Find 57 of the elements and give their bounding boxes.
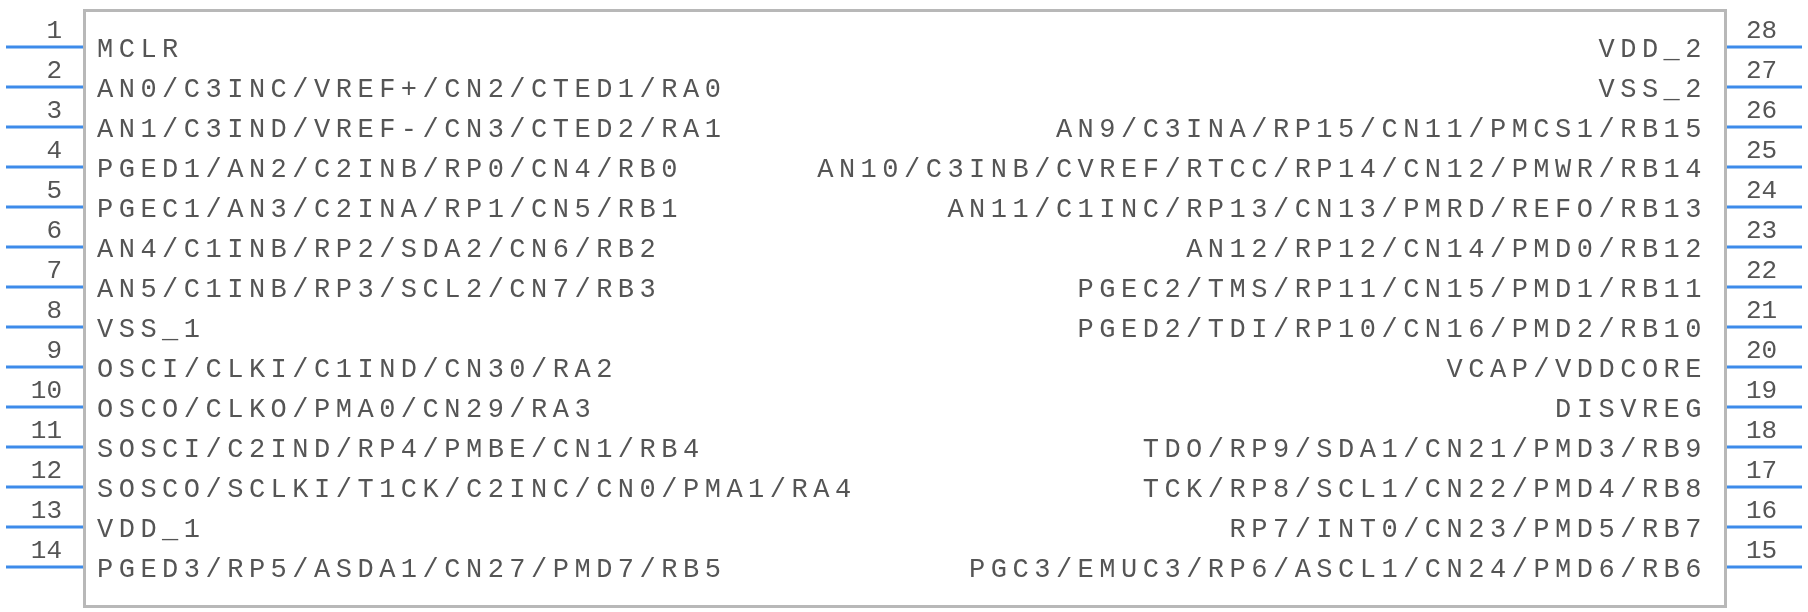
- pin-name: AN11/C1INC/RP13/CN13/PMRD/REFO/RB13: [947, 195, 1707, 225]
- pin-name: VCAP/VDDCORE: [1446, 355, 1707, 385]
- pin-number: 19: [1746, 378, 1778, 404]
- pin-name: PGED3/RP5/ASDA1/CN27/PMD7/RB5: [97, 555, 727, 585]
- pin-name: PGC3/EMUC3/RP6/ASCL1/CN24/PMD6/RB6: [969, 555, 1707, 585]
- pin-number: 9: [46, 338, 62, 364]
- pin-number: 28: [1746, 18, 1778, 44]
- pin-number: 18: [1746, 418, 1778, 444]
- pin-number: 21: [1746, 298, 1778, 324]
- pin-number: 26: [1746, 98, 1778, 124]
- pin-name: TCK/RP8/SCL1/CN22/PMD4/RB8: [1142, 475, 1707, 505]
- pin-number: 16: [1746, 498, 1778, 524]
- pin-name: AN4/C1INB/RP2/SDA2/CN6/RB2: [97, 235, 662, 265]
- pin-name: VDD_1: [97, 515, 206, 545]
- pin-number: 23: [1746, 218, 1778, 244]
- pin-name: AN9/C3INA/RP15/CN11/PMCS1/RB15: [1055, 115, 1707, 145]
- pin-name: AN10/C3INB/CVREF/RTCC/RP14/CN12/PMWR/RB14: [817, 155, 1707, 185]
- pin-number: 5: [46, 178, 62, 204]
- pin-name: TDO/RP9/SDA1/CN21/PMD3/RB9: [1142, 435, 1707, 465]
- pin-number: 3: [46, 98, 62, 124]
- pin-name: AN0/C3INC/VREF+/CN2/CTED1/RA0: [97, 75, 727, 105]
- pin-number: 17: [1746, 458, 1778, 484]
- pin-name: VSS_2: [1598, 75, 1707, 105]
- pin-number: 12: [30, 458, 62, 484]
- pin-name: DISVREG: [1555, 395, 1707, 425]
- pin-name: SOSCI/C2IND/RP4/PMBE/CN1/RB4: [97, 435, 705, 465]
- pin-number: 6: [46, 218, 62, 244]
- pin-name: PGEC1/AN3/C2INA/RP1/CN5/RB1: [97, 195, 683, 225]
- pin-number: 10: [30, 378, 62, 404]
- pin-name: MCLR: [97, 35, 184, 65]
- pin-name: OSCO/CLKO/PMA0/CN29/RA3: [97, 395, 597, 425]
- pin-name: PGED2/TDI/RP10/CN16/PMD2/RB10: [1077, 315, 1707, 345]
- pin-name: AN12/RP12/CN14/PMD0/RB12: [1186, 235, 1707, 265]
- pin-name: PGED1/AN2/C2INB/RP0/CN4/RB0: [97, 155, 683, 185]
- pin-name: PGEC2/TMS/RP11/CN15/PMD1/RB11: [1077, 275, 1707, 305]
- pin-number: 2: [46, 58, 62, 84]
- pin-number: 25: [1746, 138, 1778, 164]
- pin-number: 24: [1746, 178, 1778, 204]
- pin-name: OSCI/CLKI/C1IND/CN30/RA2: [97, 355, 618, 385]
- pin-number: 11: [30, 418, 62, 444]
- pin-number: 7: [46, 258, 62, 284]
- pin-number: 20: [1746, 338, 1778, 364]
- pin-number: 1: [46, 18, 62, 44]
- pin-number: 22: [1746, 258, 1778, 284]
- pin-number: 4: [46, 138, 62, 164]
- pin-number: 13: [30, 498, 62, 524]
- pin-name: SOSCO/SCLKI/T1CK/C2INC/CN0/PMA1/RA4: [97, 475, 857, 505]
- pin-name: AN5/C1INB/RP3/SCL2/CN7/RB3: [97, 275, 662, 305]
- pin-name: AN1/C3IND/VREF-/CN3/CTED2/RA1: [97, 115, 727, 145]
- pin-number: 27: [1746, 58, 1778, 84]
- pin-name: VSS_1: [97, 315, 206, 345]
- pin-number: 15: [1746, 538, 1778, 564]
- pin-number: 14: [30, 538, 62, 564]
- pin-number: 8: [46, 298, 62, 324]
- pin-name: VDD_2: [1598, 35, 1707, 65]
- chip-body: [83, 9, 1727, 608]
- pin-name: RP7/INT0/CN23/PMD5/RB7: [1229, 515, 1707, 545]
